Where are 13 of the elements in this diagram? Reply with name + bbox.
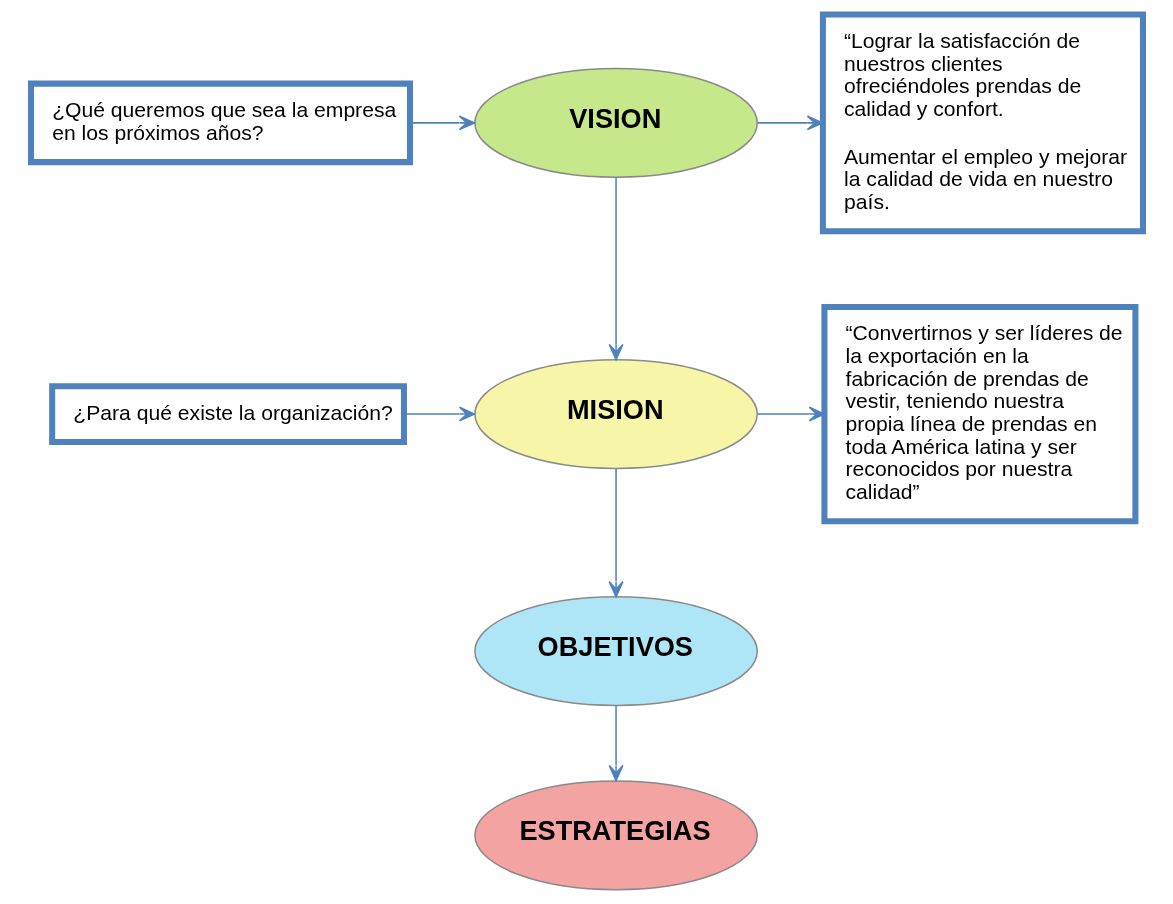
arrow [608, 176, 624, 361]
arrow [608, 704, 624, 782]
node-box: ¿Para qué existe la organización? [48, 383, 407, 446]
node-ellipse: ESTRATEGIAS [473, 780, 758, 891]
node-ellipse: OBJETIVOS [473, 596, 758, 707]
node-ellipse: MISION [473, 359, 758, 470]
node-box: “Lograr la satisfacción de nuestros clientes ofreciéndoles prendas de calidad y confort. Aumentar el empleo y mejorar la calidad de vida en nuestro país. [819, 11, 1146, 235]
arrow [756, 406, 825, 422]
arrow [608, 467, 624, 598]
node-box: “Convertirnos y ser líderes de la exportación en la fabricación de prendas de vestir, teniendo nuestra propia línea de prendas en toda América latina y ser reconocidos por nuestra calidad” [820, 303, 1138, 525]
node-ellipse: VISION [473, 67, 758, 178]
node-box: ¿Qué queremos que sea la empresa en los próximos años? [27, 80, 413, 166]
arrow [756, 115, 823, 131]
